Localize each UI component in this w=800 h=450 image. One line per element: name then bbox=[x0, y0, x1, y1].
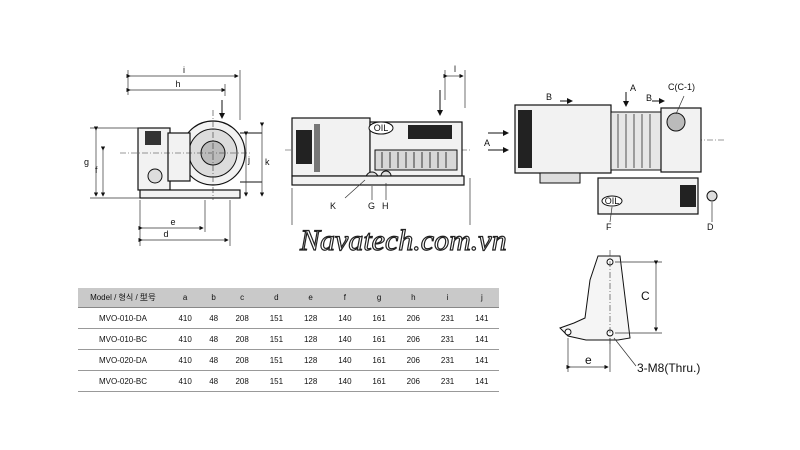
cell-model: MVO-010-DA bbox=[78, 307, 168, 329]
cell: 208 bbox=[225, 307, 260, 329]
cell: 141 bbox=[464, 328, 499, 350]
cell: 140 bbox=[327, 370, 362, 392]
cell: 206 bbox=[396, 349, 431, 371]
header-c: c bbox=[225, 288, 260, 308]
bracket-note: 3-M8(Thru.) bbox=[637, 361, 700, 375]
cell: 208 bbox=[225, 328, 260, 350]
cell: 208 bbox=[225, 349, 260, 371]
cell: 161 bbox=[361, 328, 397, 350]
callout-h: H bbox=[382, 201, 389, 211]
dim-d: d bbox=[163, 229, 168, 239]
callout-b-left: B bbox=[546, 92, 552, 102]
cell: 140 bbox=[327, 349, 362, 371]
cell: 141 bbox=[464, 307, 499, 329]
dim-l: l bbox=[454, 64, 456, 74]
cell: 151 bbox=[259, 349, 294, 371]
cell: 141 bbox=[464, 370, 499, 392]
dim-i: i bbox=[183, 65, 185, 75]
top-view: OIL A B A B C(C-1) F D bbox=[484, 82, 725, 232]
cell: 140 bbox=[327, 328, 362, 350]
cell: 206 bbox=[396, 370, 431, 392]
top-oil-badge: OIL bbox=[605, 196, 620, 206]
bracket-view: C e 3-M8(Thru.) bbox=[559, 250, 700, 375]
cell: 48 bbox=[202, 307, 226, 329]
spec-table-header: Model / 형식 / 型号 a b c d e f g h i j bbox=[78, 288, 499, 308]
header-h: h bbox=[396, 288, 431, 308]
cell: 48 bbox=[202, 370, 226, 392]
table-row: MVO-010-DA 410 48 208 151 128 140 161 20… bbox=[78, 307, 499, 329]
table-row: MVO-010-BC 410 48 208 151 128 140 161 20… bbox=[78, 328, 499, 350]
cell-model: MVO-020-BC bbox=[78, 370, 168, 392]
callout-f: F bbox=[606, 222, 612, 232]
cell: 206 bbox=[396, 307, 431, 329]
dim-k: k bbox=[265, 157, 270, 167]
cell-model: MVO-020-DA bbox=[78, 349, 168, 371]
cell: 231 bbox=[430, 370, 465, 392]
table-row: MVO-020-BC 410 48 208 151 128 140 161 20… bbox=[78, 370, 499, 392]
dim-j: j bbox=[247, 155, 250, 165]
cell: 206 bbox=[396, 328, 431, 350]
cell: 151 bbox=[259, 370, 294, 392]
cell: 140 bbox=[327, 307, 362, 329]
cell: 410 bbox=[168, 328, 203, 350]
cell: 410 bbox=[168, 307, 203, 329]
cell: 161 bbox=[361, 370, 397, 392]
cell: 48 bbox=[202, 349, 226, 371]
table-row: MVO-020-DA 410 48 208 151 128 140 161 20… bbox=[78, 349, 499, 371]
spec-table: Model / 형식 / 型号 a b c d e f g h i j MVO-… bbox=[78, 288, 499, 392]
header-j: j bbox=[464, 288, 499, 308]
cell: 141 bbox=[464, 349, 499, 371]
callout-g: G bbox=[368, 201, 375, 211]
cell: 231 bbox=[430, 307, 465, 329]
cell: 161 bbox=[361, 307, 397, 329]
callout-k: K bbox=[330, 201, 336, 211]
dim-h: h bbox=[175, 79, 180, 89]
callout-b-right: B bbox=[646, 93, 652, 103]
cell: 128 bbox=[293, 307, 328, 329]
cell: 151 bbox=[259, 307, 294, 329]
cell: 48 bbox=[202, 328, 226, 350]
dim-e-bracket: e bbox=[585, 353, 592, 367]
header-b: b bbox=[202, 288, 226, 308]
cell: 231 bbox=[430, 328, 465, 350]
front-view: i h g f j k e bbox=[84, 65, 270, 246]
dim-e: e bbox=[170, 217, 175, 227]
callout-a-top: A bbox=[630, 83, 636, 93]
cell: 128 bbox=[293, 328, 328, 350]
cell: 161 bbox=[361, 349, 397, 371]
side-view: l OIL K G H bbox=[285, 64, 471, 225]
dim-g: g bbox=[84, 157, 89, 167]
cell: 128 bbox=[293, 349, 328, 371]
header-d: d bbox=[259, 288, 294, 308]
callout-c: C(C-1) bbox=[668, 82, 695, 92]
callout-d: D bbox=[707, 222, 714, 232]
header-model: Model / 형식 / 型号 bbox=[78, 288, 168, 308]
watermark: Navatech.com.vn bbox=[299, 224, 507, 257]
cell: 410 bbox=[168, 370, 203, 392]
header-a: a bbox=[168, 288, 203, 308]
dim-c: C bbox=[641, 289, 650, 303]
cell: 410 bbox=[168, 349, 203, 371]
header-i: i bbox=[430, 288, 465, 308]
cell: 231 bbox=[430, 349, 465, 371]
header-g: g bbox=[361, 288, 397, 308]
callout-a-left: A bbox=[484, 138, 490, 148]
cell: 151 bbox=[259, 328, 294, 350]
cell-model: MVO-010-BC bbox=[78, 328, 168, 350]
side-oil-badge: OIL bbox=[374, 123, 389, 133]
header-e: e bbox=[293, 288, 328, 308]
header-f: f bbox=[327, 288, 362, 308]
cell: 208 bbox=[225, 370, 260, 392]
cell: 128 bbox=[293, 370, 328, 392]
dim-f: f bbox=[95, 165, 98, 175]
